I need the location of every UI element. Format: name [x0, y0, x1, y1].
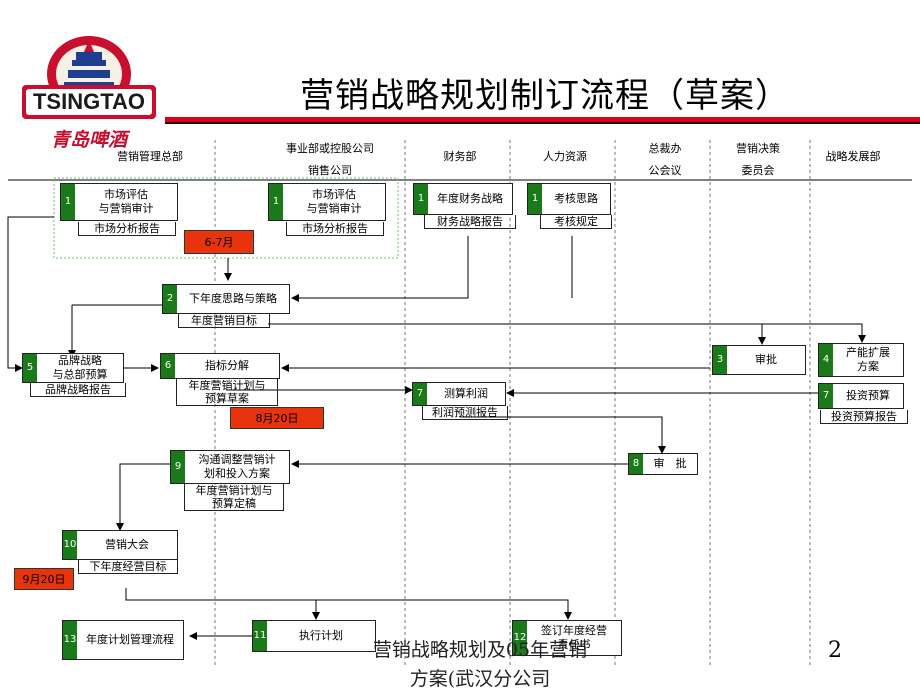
tsingtao-logo: TSINGTAO 青岛啤酒: [22, 36, 156, 151]
step-7-investment-budget: 7 投资预算: [818, 383, 904, 409]
date-badge-jun-jul: 6-7月: [184, 230, 254, 254]
doc-annual-marketing-target: 年度营销目标: [178, 314, 270, 328]
step-11-execute-plan: 11 执行计划: [252, 620, 376, 652]
step-12-label: 签订年度经营: [541, 624, 607, 637]
doc-evaluation-rules: 考核规定: [540, 215, 612, 229]
doc-marketing-plan-draft: 年度营销计划与 预算草案: [176, 379, 278, 406]
footer-caption: 营销战略规划及05年营销 方案(武汉分公司: [372, 639, 588, 690]
step-8-approval: 8 审 批: [628, 453, 698, 475]
step-4-capacity-expansion: 4 产能扩展 方案: [818, 343, 904, 377]
step-13-annual-plan-management: 13 年度计划管理流程: [62, 620, 184, 660]
page-number: 2: [828, 638, 842, 663]
svg-text:TSINGTAO: TSINGTAO: [33, 89, 145, 114]
date-badge-sep-20: 9月20日: [14, 568, 74, 590]
step-1-market-assessment-division: 1 市场评估 与营销审计: [268, 183, 386, 221]
column-header-hr: 人力资源: [543, 150, 587, 163]
step-9-adjust-plan: 9 沟通调整营销计 划和投入方案: [170, 450, 290, 484]
doc-market-analysis-report-hq: 市场分析报告: [78, 222, 176, 236]
step-5-brand-strategy: 5 品牌战略 与总部预算: [22, 353, 124, 383]
doc-profit-forecast-report: 利润预测报告: [422, 406, 508, 420]
title-underline-red: [165, 117, 920, 122]
doc-final-marketing-plan: 年度营销计划与 预算定稿: [184, 484, 284, 511]
step-1-market-assessment-hq: 1 市场评估 与营销审计: [60, 183, 178, 221]
page-title: 营销战略规划制订流程（草案）: [300, 76, 790, 116]
step-12-sign-responsibility: 12 签订年度经营责任书: [512, 620, 622, 656]
column-header-marketing-hq: 营销管理总部: [117, 150, 183, 163]
doc-next-year-targets: 下年度经营目标: [78, 560, 178, 574]
step-6-target-breakdown: 6 指标分解: [160, 353, 280, 379]
date-badge-aug-20: 8月20日: [230, 407, 324, 429]
step-12-doc: 责任书: [557, 638, 591, 651]
step-7-profit-estimate: 7 测算利润: [412, 382, 506, 406]
doc-market-analysis-report-division: 市场分析报告: [286, 222, 384, 236]
step-1-evaluation-approach: 1 考核思路: [527, 183, 611, 215]
doc-finance-strategy-report: 财务战略报告: [424, 215, 516, 229]
step-3-approval: 3 审批: [712, 345, 806, 375]
title-underline-black: [165, 122, 920, 124]
column-header-decision-committee: 营销决策委员会: [736, 142, 780, 177]
column-header-division: 事业部或控股公司销售公司: [286, 142, 374, 177]
step-10-marketing-conference: 10 营销大会: [62, 530, 178, 560]
svg-text:青岛啤酒: 青岛啤酒: [51, 129, 131, 151]
doc-investment-budget-report: 投资预算报告: [820, 410, 908, 424]
column-header-president-office: 总裁办公会议: [648, 142, 682, 177]
doc-brand-strategy-report: 品牌战略报告: [30, 383, 126, 397]
column-header-finance: 财务部: [443, 150, 477, 163]
column-header-strategy-dept: 战略发展部: [825, 150, 881, 163]
step-2-next-year-strategy: 2 下年度思路与策略: [162, 284, 290, 314]
step-1-annual-finance-strategy: 1 年度财务战略: [413, 183, 513, 215]
